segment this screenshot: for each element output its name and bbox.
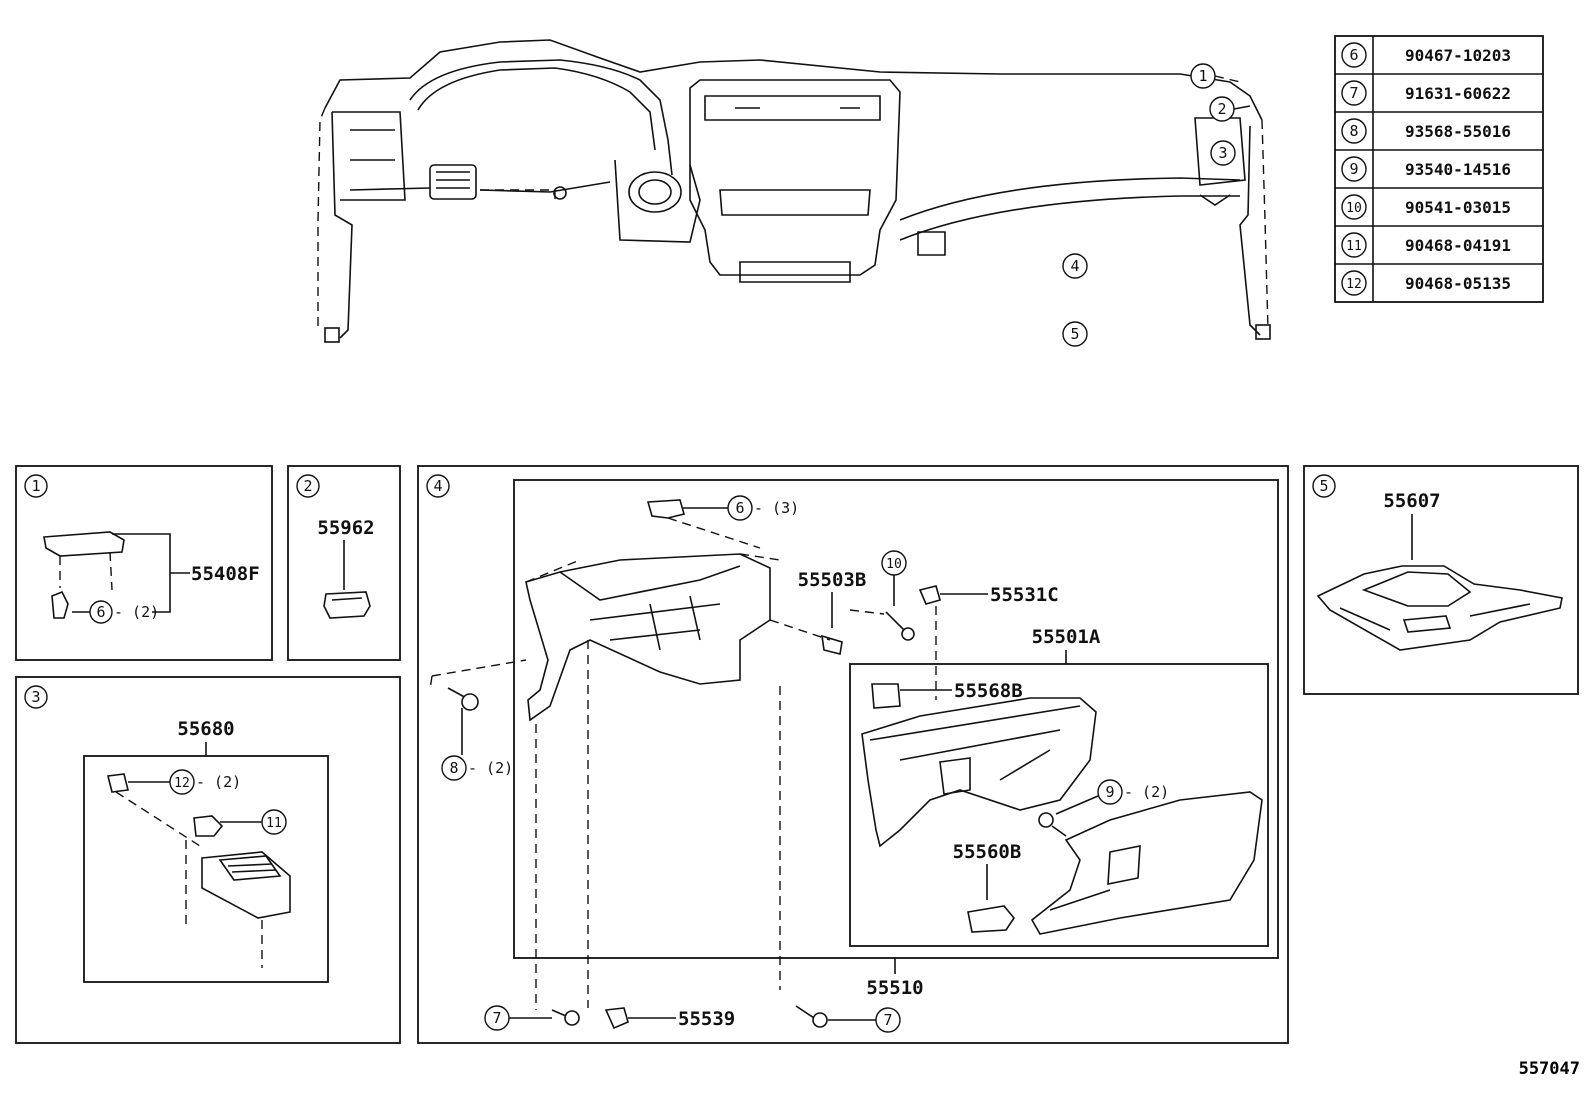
table-part-number: 91631-60622 [1405, 84, 1511, 103]
panel-ref: 5 [1319, 477, 1328, 495]
panel-1: 1 55408F 6 - (2) [15, 465, 273, 661]
svg-text:12: 12 [174, 776, 190, 791]
table-part-number: 90468-05135 [1405, 274, 1511, 293]
table-row: 8 93568-55016 [1341, 118, 1511, 144]
svg-text:- (3): - (3) [754, 499, 799, 517]
overview-callout-4: 4 [1062, 253, 1088, 279]
part-label-55568B: 55568B [954, 680, 1023, 702]
svg-text:- (2): - (2) [196, 773, 241, 791]
table-ref: 10 [1346, 201, 1362, 216]
part-label-55607: 55607 [1383, 490, 1440, 512]
svg-text:1: 1 [1198, 67, 1207, 85]
panel-ref: 3 [31, 688, 40, 706]
glovebox-door [1030, 791, 1263, 935]
table-part-number: 93568-55016 [1405, 122, 1511, 141]
parts-table: 6 90467-10203 7 91631-60622 8 93568-5501… [1334, 35, 1544, 303]
panel-4: 4 6 - (3) 8 - (2) 55503B 10 [417, 465, 1289, 1044]
overview-callout-2: 2 [1209, 96, 1251, 122]
table-ref: 8 [1349, 122, 1358, 140]
table-ref: 11 [1346, 239, 1362, 254]
glovebox-frame-55510 [525, 553, 771, 722]
table-row: 12 90468-05135 [1341, 270, 1511, 296]
svg-text:7: 7 [492, 1009, 501, 1027]
svg-text:- (2): - (2) [1124, 783, 1169, 801]
svg-text:4: 4 [1070, 257, 1079, 275]
svg-text:5: 5 [1070, 325, 1079, 343]
part-label-55560B: 55560B [953, 841, 1022, 863]
table-ref: 7 [1349, 84, 1358, 102]
bracket-55962 [323, 591, 371, 619]
svg-text:3: 3 [1218, 144, 1227, 162]
table-ref: 9 [1349, 160, 1358, 178]
svg-text:8: 8 [449, 759, 458, 777]
table-part-number: 90541-03015 [1405, 198, 1511, 217]
table-part-number: 90468-04191 [1405, 236, 1511, 255]
part-label-55510: 55510 [866, 977, 923, 999]
panel-2: 2 55962 [287, 465, 401, 661]
tray-55607 [1316, 565, 1563, 651]
part-label-55680: 55680 [177, 718, 234, 740]
svg-text:9: 9 [1105, 783, 1114, 801]
overview-callout-5: 5 [1062, 321, 1088, 347]
table-row: 6 90467-10203 [1341, 42, 1511, 68]
svg-text:7: 7 [883, 1011, 892, 1029]
overview-callout-3: 3 [1210, 140, 1236, 166]
clip-drawing [51, 590, 69, 619]
table-row: 7 91631-60622 [1341, 80, 1511, 106]
part-label-55531C: 55531C [990, 584, 1059, 606]
panel-ref: 2 [303, 477, 312, 495]
panel-ref: 1 [31, 477, 40, 495]
part-label-55539: 55539 [678, 1008, 735, 1030]
part-label-55503B: 55503B [798, 569, 867, 591]
table-part-number: 90467-10203 [1405, 46, 1511, 65]
table-part-number: 93540-14516 [1405, 160, 1511, 179]
svg-text:10: 10 [886, 557, 902, 572]
overview-callout-1: 1 [1190, 63, 1241, 89]
table-row: 9 93540-14516 [1341, 156, 1511, 182]
part-label-55501A: 55501A [1032, 626, 1101, 648]
table-ref: 12 [1346, 277, 1362, 292]
panel-ref: 4 [433, 477, 442, 495]
part-label-55408F: 55408F [191, 563, 260, 585]
svg-text:6: 6 [735, 499, 744, 517]
svg-text:11: 11 [266, 816, 282, 831]
svg-text:2: 2 [1217, 100, 1226, 118]
panel-5: 5 55607 [1303, 465, 1579, 695]
cover-55408F [43, 531, 125, 557]
vent-55680 [201, 851, 291, 919]
diagram-number: 557047 [1519, 1059, 1580, 1079]
table-ref: 6 [1349, 46, 1358, 64]
table-row: 10 90541-03015 [1341, 194, 1511, 220]
panel-3: 3 55680 12 - (2) 11 [15, 676, 401, 1044]
dashboard-overview-drawing [317, 39, 1271, 343]
svg-text:- (2): - (2) [114, 603, 159, 621]
svg-text:6: 6 [96, 603, 105, 621]
glovebox-liner-55501A [861, 697, 1097, 848]
svg-text:- (2): - (2) [468, 759, 513, 777]
part-label-55962: 55962 [317, 517, 374, 539]
table-row: 11 90468-04191 [1341, 232, 1511, 258]
